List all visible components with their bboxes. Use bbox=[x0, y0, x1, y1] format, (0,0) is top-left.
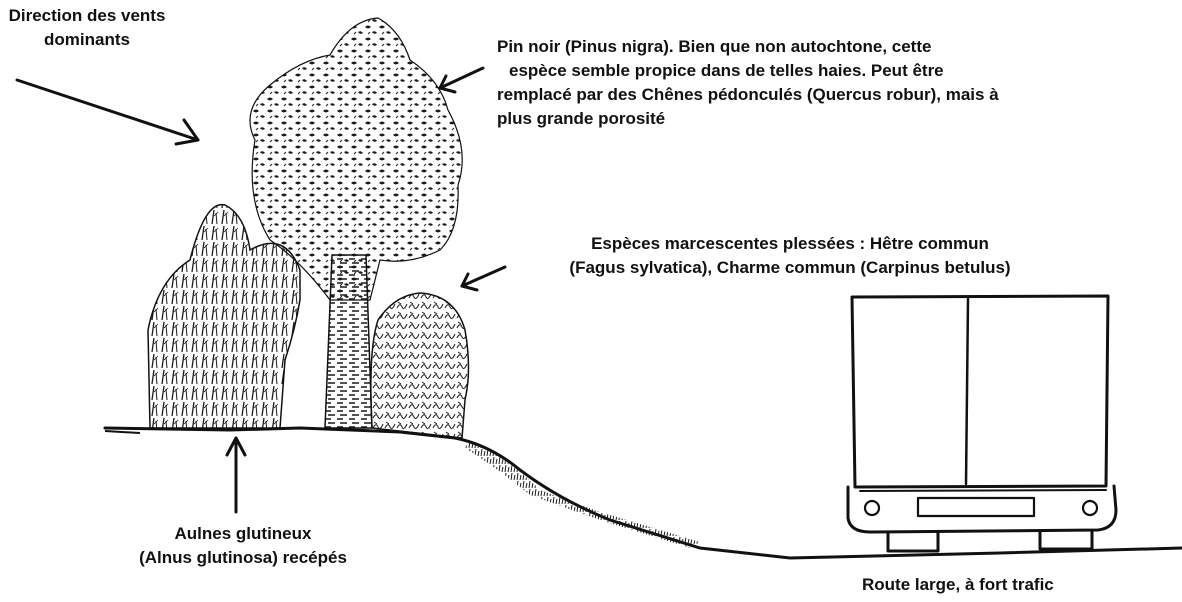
pine-arrow bbox=[438, 66, 485, 94]
marcescent-shrub bbox=[370, 292, 470, 439]
alders-label-line2: (Alnus glutinosa) recépés bbox=[139, 548, 347, 567]
truck-door-split bbox=[964, 297, 970, 486]
pine-label-line3: remplacé par des Chênes pédonculés (Quer… bbox=[497, 85, 999, 104]
wind-direction-label: Direction des vents dominants bbox=[2, 4, 172, 52]
truck bbox=[846, 294, 1118, 553]
truck-body bbox=[846, 484, 1118, 534]
wind-arrow bbox=[15, 78, 200, 146]
pine-label-line1: Pin noir (Pinus nigra). Bien que non aut… bbox=[497, 37, 932, 56]
alders-arrow bbox=[225, 436, 247, 514]
marcescent-arrow bbox=[460, 265, 507, 292]
pine-trunk bbox=[324, 254, 373, 429]
truck-headlight-right bbox=[1081, 499, 1099, 517]
truck-bumper bbox=[859, 489, 1107, 492]
truck-wheel-right bbox=[1038, 529, 1094, 551]
road-label-line1: Route large, à fort trafic bbox=[862, 575, 1054, 594]
truck-license-plate bbox=[916, 496, 1036, 518]
truck-box bbox=[850, 294, 1110, 489]
pine-label-line4: plus grande porosité bbox=[497, 109, 666, 128]
wind-label-line1: Direction des vents bbox=[8, 6, 166, 25]
truck-wheel-left bbox=[886, 530, 940, 553]
alders-label: Aulnes glutineux (Alnus glutinosa) recép… bbox=[108, 522, 378, 570]
pine-label: Pin noir (Pinus nigra). Bien que non aut… bbox=[497, 35, 999, 131]
wind-label-line2: dominants bbox=[44, 30, 130, 49]
marcescent-label-line1: Espèces marcescentes plessées : Hêtre co… bbox=[591, 234, 989, 253]
alders-label-line1: Aulnes glutineux bbox=[174, 524, 312, 543]
road-label: Route large, à fort trafic bbox=[862, 573, 1054, 597]
pine-label-line2: espèce semble propice dans de telles hai… bbox=[509, 61, 944, 80]
marcescent-label: Espèces marcescentes plessées : Hêtre co… bbox=[520, 232, 1060, 280]
alder-shrubs bbox=[147, 203, 301, 429]
slope-grass bbox=[465, 440, 700, 548]
marcescent-label-line2: (Fagus sylvatica), Charme commun (Carpin… bbox=[569, 258, 1011, 277]
pine-canopy bbox=[249, 17, 463, 301]
truck-headlight-left bbox=[863, 499, 881, 517]
